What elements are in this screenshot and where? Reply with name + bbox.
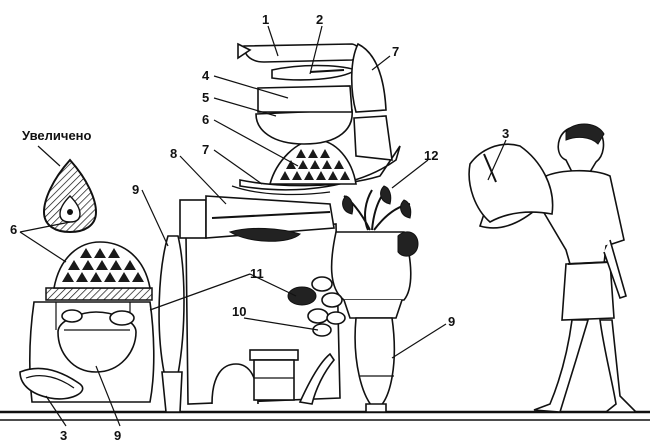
label-7-middle: 7 bbox=[202, 142, 209, 157]
labels: Увеличено 1 2 7 4 5 6 7 8 9 12 3 6 11 10… bbox=[10, 12, 509, 443]
label-11: 11 bbox=[250, 266, 264, 281]
loaf-cluster bbox=[287, 276, 346, 405]
label-2: 2 bbox=[316, 12, 323, 27]
caption-enlarged: Увеличено bbox=[22, 128, 92, 143]
leader-lines bbox=[19, 25, 507, 427]
label-8: 8 bbox=[170, 146, 177, 161]
top-offerings bbox=[179, 42, 401, 242]
label-7-top: 7 bbox=[392, 44, 399, 59]
flower-stand bbox=[330, 185, 419, 413]
enlarged-loaf-detail bbox=[37, 145, 98, 234]
label-9-left: 9 bbox=[114, 428, 121, 443]
left-offering-stand bbox=[19, 241, 155, 403]
label-10: 10 bbox=[232, 304, 246, 319]
central-jar bbox=[158, 235, 185, 413]
label-9-center: 9 bbox=[132, 182, 139, 197]
label-3-left: 3 bbox=[60, 428, 67, 443]
label-1: 1 bbox=[262, 12, 269, 27]
ground-line bbox=[0, 410, 650, 421]
label-3-man: 3 bbox=[502, 126, 509, 141]
man-figure bbox=[468, 123, 638, 413]
label-4: 4 bbox=[202, 68, 210, 83]
label-12: 12 bbox=[424, 148, 438, 163]
label-5: 5 bbox=[202, 90, 209, 105]
label-9-right: 9 bbox=[448, 314, 455, 329]
label-6-top: 6 bbox=[202, 112, 209, 127]
label-6-left: 6 bbox=[10, 222, 17, 237]
central-altar bbox=[185, 223, 341, 405]
